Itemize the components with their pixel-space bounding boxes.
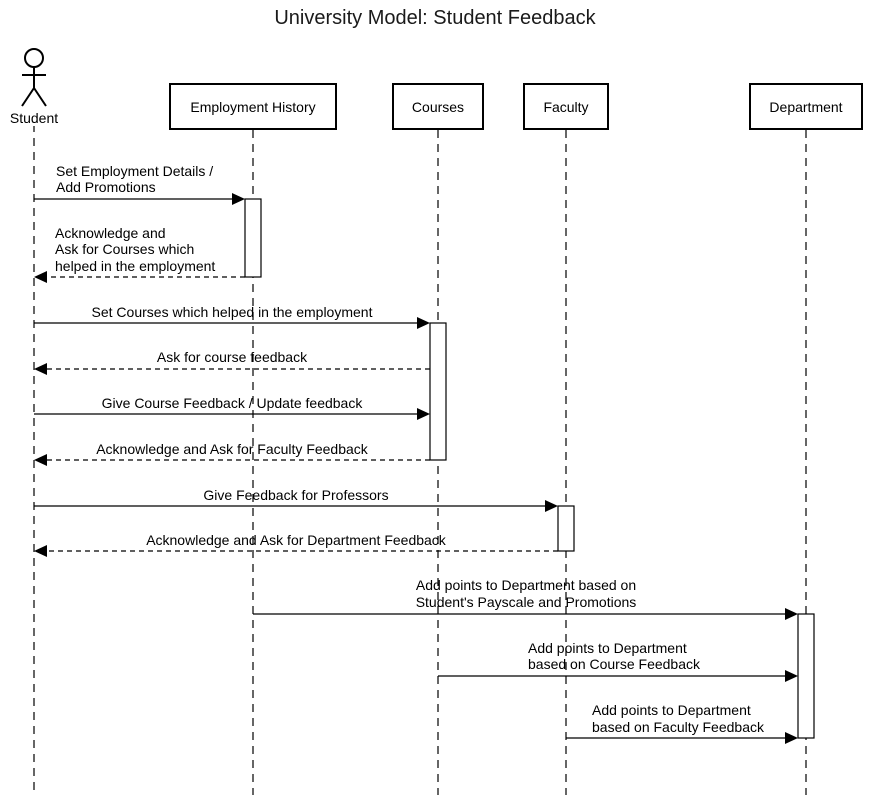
arrowhead (34, 271, 47, 283)
message-1: Set Employment Details / Add Promotions (34, 163, 245, 205)
participant-courses: Courses (392, 83, 484, 130)
message-2: Acknowledge and Ask for Courses which he… (34, 225, 245, 283)
actor-right-leg (33, 87, 47, 107)
arrowhead (34, 363, 47, 375)
participant-label: Employment History (190, 99, 315, 115)
message-label: Give Feedback for Professors (203, 487, 388, 503)
activation-department (797, 613, 815, 739)
arrowhead (545, 500, 558, 512)
message-label: Set Employment Details / (56, 163, 213, 179)
message-label: Ask for Courses which (55, 241, 194, 257)
message-label: Give Course Feedback / Update feedback (102, 395, 364, 411)
arrowhead (785, 608, 798, 620)
message-8: Acknowledge and Ask for Department Feedb… (34, 532, 558, 557)
arrowhead (34, 545, 47, 557)
participant-box (392, 83, 484, 130)
arrowhead (417, 317, 430, 329)
actor-head (24, 48, 44, 68)
arrowhead (232, 193, 245, 205)
message-label: Acknowledge and Ask for Faculty Feedback (96, 441, 369, 457)
message-label: based on Course Feedback (528, 656, 701, 672)
arrowhead (785, 670, 798, 682)
message-label: Set Courses which helped in the employme… (92, 304, 373, 320)
participant-label: Department (769, 99, 842, 115)
message-label: helped in the employment (55, 258, 215, 274)
actor-student-label: Student (10, 110, 58, 126)
participant-department: Department (749, 83, 863, 130)
diagram-title: University Model: Student Feedback (274, 7, 596, 29)
participant-box (749, 83, 863, 130)
message-11: Add points to Department based on Facult… (566, 702, 798, 744)
participant-box (169, 83, 337, 130)
arrowhead (34, 454, 47, 466)
arrowhead (785, 732, 798, 744)
message-label: Acknowledge and (55, 225, 166, 241)
message-10: Add points to Department based on Course… (438, 640, 798, 682)
message-5: Give Course Feedback / Update feedback (34, 395, 430, 420)
arrowhead (417, 408, 430, 420)
activation-employment-history (244, 198, 262, 278)
lifelines (33, 110, 807, 795)
actor-student: Student (6, 48, 62, 126)
message-label: Add points to Department (592, 702, 751, 718)
message-label: Add Promotions (56, 179, 156, 195)
participant-faculty: Faculty (523, 83, 609, 130)
message-label: Add points to Department (528, 640, 687, 656)
participant-label: Faculty (543, 99, 588, 115)
actor-label-bg (6, 108, 62, 126)
message-label: based on Faculty Feedback (592, 719, 765, 735)
message-7: Give Feedback for Professors (34, 487, 558, 512)
participant-box (523, 83, 609, 130)
participant-label: Courses (412, 99, 464, 115)
actor-left-leg (21, 87, 35, 107)
message-label: Student's Payscale and Promotions (416, 594, 637, 610)
message-6: Acknowledge and Ask for Faculty Feedback (34, 441, 430, 466)
activations (244, 198, 815, 739)
activation-courses (429, 322, 447, 461)
message-3: Set Courses which helped in the employme… (34, 304, 430, 329)
message-label: Ask for course feedback (157, 349, 308, 365)
message-4: Ask for course feedback (34, 349, 430, 375)
message-label: Add points to Department based on (416, 577, 636, 593)
message-label: Acknowledge and Ask for Department Feedb… (146, 532, 447, 548)
activation-faculty (557, 505, 575, 552)
participant-employment-history: Employment History (169, 83, 337, 130)
message-9: Add points to Department based on Studen… (253, 577, 798, 620)
